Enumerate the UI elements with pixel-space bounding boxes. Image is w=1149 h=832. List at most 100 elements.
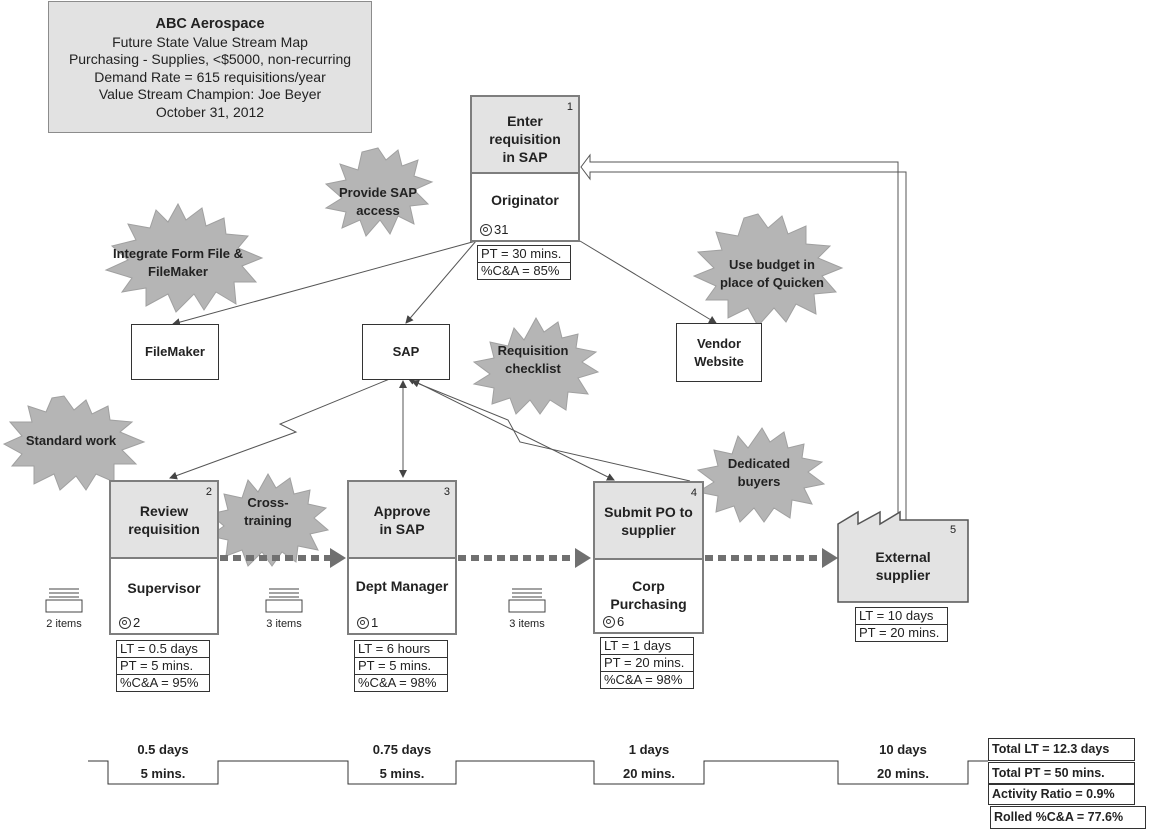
- kaizen-label-use-budget: Use budget in place of Quicken: [719, 257, 825, 290]
- process-role: Originator: [491, 192, 559, 208]
- activity-ratio: Activity Ratio = 0.9%: [988, 784, 1135, 805]
- process-role: Supervisor: [127, 580, 201, 596]
- sap-system[interactable]: SAP: [362, 324, 450, 380]
- data-row: %C&A = 98%: [604, 672, 683, 687]
- kaizen-burst-dedicated-buyers: [696, 427, 826, 523]
- operator-icon: [480, 224, 492, 236]
- timeline-lead-time: 0.75 days: [372, 742, 432, 757]
- value-stream-champion: Value Stream Champion: Joe Beyer: [98, 86, 322, 102]
- process-role: Corp Purchasing: [610, 578, 687, 612]
- data-row: %C&A = 98%: [358, 675, 437, 690]
- process-number: 1: [566, 101, 573, 113]
- flow-sap-to-review: [169, 377, 393, 480]
- process-2-role: Supervisor 2: [109, 559, 219, 635]
- process-3-data-box: LT = 6 hours PT = 5 mins. %C&A = 98%: [354, 640, 448, 692]
- kaizen-burst-provide-sap-access: [324, 147, 434, 237]
- demand-rate: Demand Rate = 615 requisitions/year: [94, 68, 326, 85]
- data-row: LT = 6 hours: [355, 641, 447, 658]
- inventory-label: 3 items: [509, 618, 545, 630]
- timeline-process-time: 20 mins.: [876, 766, 930, 781]
- data-row: PT = 30 mins.: [478, 246, 570, 263]
- process-1-data-box: PT = 30 mins. %C&A = 85%: [477, 245, 571, 280]
- data-row: %C&A = 85%: [481, 263, 560, 278]
- timeline-lead-time: 0.5 days: [137, 742, 189, 757]
- flow-originator-to-vendor: [579, 240, 717, 324]
- kaizen-label-requisition-checklist: Requisition checklist: [497, 343, 569, 376]
- data-row: LT = 10 days: [856, 608, 947, 625]
- data-row: PT = 5 mins.: [117, 658, 209, 675]
- map-title: Future State Value Stream Map: [112, 33, 308, 50]
- kaizen-burst-standard-work: [2, 395, 146, 491]
- operator-icon: [603, 616, 615, 628]
- process-3-header[interactable]: 3 Approve in SAP: [347, 480, 457, 559]
- kaizen-burst-cross-training: [208, 472, 330, 567]
- process-4-header[interactable]: 4 Submit PO to supplier: [593, 481, 704, 560]
- process-role: Dept Manager: [355, 578, 449, 594]
- timeline-process-time: 5 mins.: [140, 766, 186, 781]
- inventory-icon: [265, 588, 303, 613]
- timeline-lead-time: 10 days: [879, 742, 927, 757]
- kaizen-label-dedicated-buyers: Dedicated buyers: [727, 456, 791, 489]
- flow-sap-to-submit: [407, 377, 615, 481]
- data-row: PT = 20 mins.: [859, 625, 940, 640]
- push-arrowhead-4-5: [822, 548, 838, 568]
- external-supplier-icon: [837, 510, 969, 603]
- inventory-label: 2 items: [46, 618, 82, 630]
- push-arrowhead-2-3: [330, 548, 346, 568]
- process-4-role: Corp Purchasing 6: [593, 560, 704, 634]
- rolled-ca: Rolled %C&A = 77.6%: [990, 806, 1146, 829]
- process-number: 4: [690, 487, 697, 499]
- push-arrowhead-3-4: [575, 548, 591, 568]
- process-name: Approve in SAP: [373, 502, 431, 537]
- process-4-data-box: LT = 1 days PT = 20 mins. %C&A = 98%: [600, 637, 694, 689]
- operator-icon: [357, 617, 369, 629]
- company-name: ABC Aerospace: [155, 16, 265, 32]
- process-name: Submit PO to supplier: [604, 503, 693, 538]
- data-row: PT = 5 mins.: [355, 658, 447, 675]
- inventory-label: 3 items: [266, 618, 302, 630]
- supplier-number: 5: [950, 524, 957, 536]
- external-supplier-label[interactable]: External supplier: [875, 549, 931, 583]
- supplier-data-box: LT = 10 days PT = 20 mins.: [855, 607, 948, 642]
- kaizen-burst-use-budget: [692, 213, 844, 327]
- process-2-data-box: LT = 0.5 days PT = 5 mins. %C&A = 95%: [116, 640, 210, 692]
- process-number: 2: [205, 486, 212, 498]
- kaizen-burst-integrate-form-file: [104, 202, 264, 313]
- process-3-role: Dept Manager 1: [347, 559, 457, 635]
- inventory-icon: [508, 588, 546, 613]
- kaizen-label-cross-training: Cross- training: [244, 495, 292, 528]
- process-name: Enter requisition in SAP: [489, 112, 561, 165]
- operator-count: 2: [119, 616, 140, 630]
- flow-submit-to-sap: [411, 379, 691, 482]
- title-box: ABC Aerospace Future State Value Stream …: [48, 1, 372, 133]
- timeline-process-time: 20 mins.: [622, 766, 676, 781]
- map-date: October 31, 2012: [155, 103, 265, 120]
- process-name: Review requisition: [128, 502, 200, 537]
- process-1-header[interactable]: 1 Enter requisition in SAP: [470, 95, 580, 174]
- process-number: 3: [443, 486, 450, 498]
- timeline-process-time: 5 mins.: [379, 766, 425, 781]
- data-row: LT = 1 days: [601, 638, 693, 655]
- total-process-time: Total PT = 50 mins.: [988, 762, 1135, 784]
- data-row: LT = 0.5 days: [117, 641, 209, 658]
- operator-count: 6: [603, 615, 624, 629]
- data-row: %C&A = 95%: [120, 675, 199, 690]
- total-lead-time: Total LT = 12.3 days: [988, 738, 1135, 761]
- filemaker-system[interactable]: FileMaker: [131, 324, 219, 380]
- process-2-header[interactable]: 2 Review requisition: [109, 480, 219, 559]
- flow-originator-to-filemaker: [172, 240, 477, 327]
- timeline-ladder: [88, 760, 988, 785]
- operator-count: 1: [357, 616, 378, 630]
- data-row: PT = 20 mins.: [601, 655, 693, 672]
- inventory-icon: [45, 588, 83, 613]
- operator-icon: [119, 617, 131, 629]
- kaizen-label-integrate-form-file: Integrate Form File & FileMaker: [112, 246, 244, 279]
- operator-count: 31: [480, 223, 508, 237]
- flow-originator-to-sap: [405, 240, 477, 324]
- process-1-role: Originator 31: [470, 174, 580, 242]
- supplier-return-arrow: [580, 153, 907, 523]
- vendor-website-system[interactable]: Vendor Website: [676, 323, 762, 382]
- map-scope: Purchasing - Supplies, <$5000, non-recur…: [68, 51, 352, 67]
- kaizen-label-provide-sap-access: Provide SAP access: [338, 185, 418, 218]
